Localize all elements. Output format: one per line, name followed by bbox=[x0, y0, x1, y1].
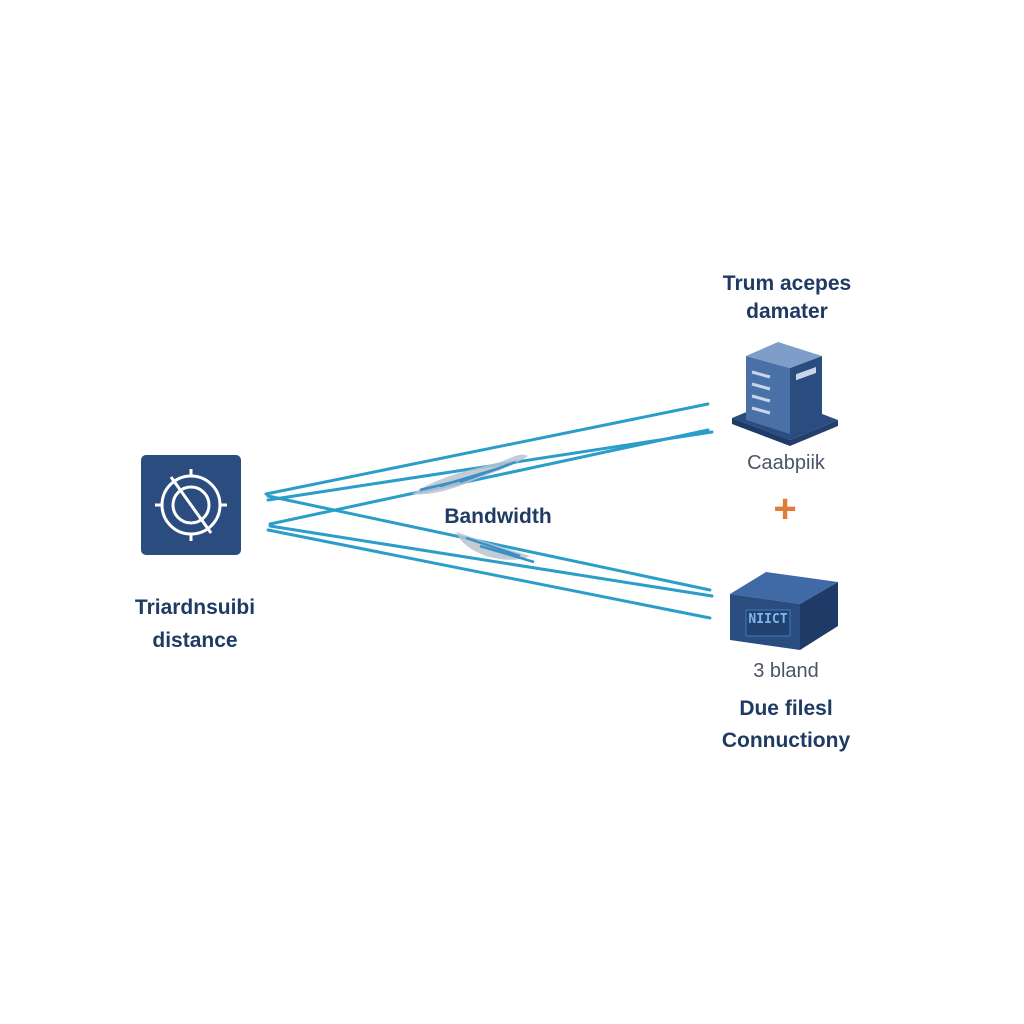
bottom-node-title: Due filesl Connuctiony bbox=[700, 695, 872, 755]
bottom-node-title-line1: Due filesl bbox=[739, 697, 833, 720]
device-box-icon bbox=[730, 572, 838, 650]
source-label: Triardnsuibi distance bbox=[115, 594, 275, 655]
source-label-line1: Triardnsuibi bbox=[134, 596, 256, 619]
bottom-node-title-line2: Connuctiony bbox=[721, 729, 851, 752]
link-line-6 bbox=[266, 528, 712, 620]
data-flow-streak-bottom bbox=[456, 532, 535, 564]
source-label-line2: distance bbox=[152, 629, 238, 652]
data-flow-streak-top bbox=[412, 454, 528, 495]
link-line-4 bbox=[268, 428, 710, 526]
bottom-node-caption: 3 bland bbox=[753, 660, 819, 682]
plus-operator: + bbox=[773, 487, 797, 531]
top-node-title-line1: Trum acepes bbox=[722, 272, 852, 295]
top-node-title-line2: damater bbox=[746, 300, 828, 323]
target-crossed-icon bbox=[155, 469, 227, 541]
top-node-title: Trum acepes damater bbox=[702, 270, 872, 326]
link-line-1 bbox=[264, 402, 710, 496]
bandwidth-label: Bandwidth bbox=[444, 505, 552, 528]
device-screen-text: NIICT bbox=[748, 612, 788, 627]
server-building-icon bbox=[732, 342, 838, 446]
top-node-caption: Caabpiik bbox=[747, 452, 825, 474]
link-line-5 bbox=[268, 524, 714, 598]
